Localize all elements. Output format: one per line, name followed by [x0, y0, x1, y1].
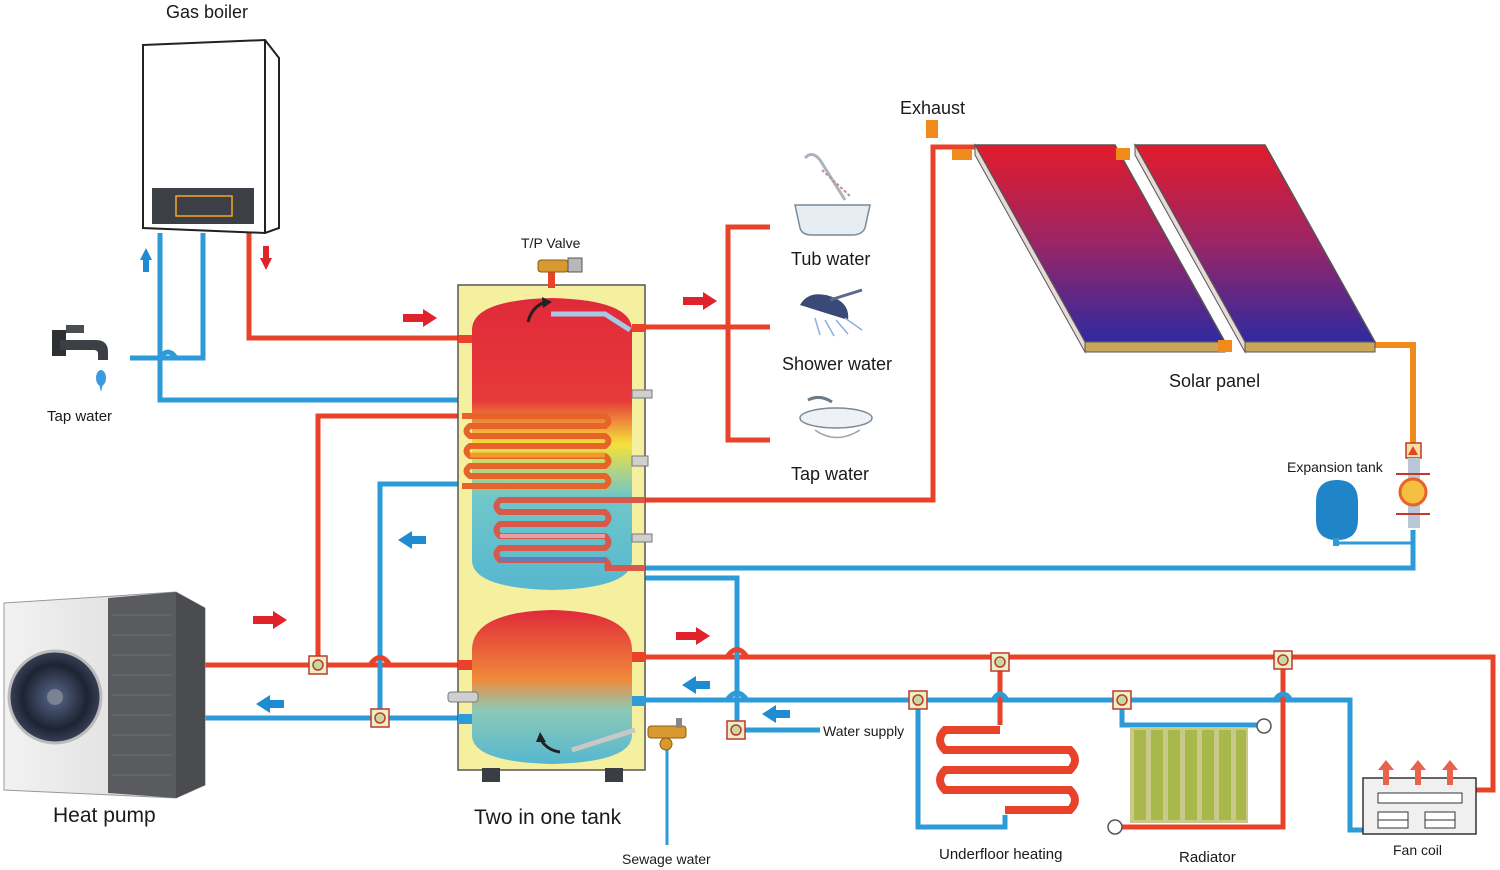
drain-valve: [647, 718, 687, 751]
solar-cold-pipe: [645, 530, 1416, 571]
supply-pipe: [645, 575, 820, 733]
solar-return-pipe: [1375, 342, 1416, 443]
gas-boiler-label: Gas boiler: [166, 2, 249, 22]
flow-arrows: [253, 292, 790, 723]
boiler-cold-pipe-2: [157, 233, 458, 403]
boiler-cold-pipe: [130, 233, 206, 361]
radiator-unit: [1107, 718, 1272, 835]
tap-water-left-label: Tap water: [47, 408, 113, 425]
fan-coil-unit: [1362, 760, 1477, 835]
shower-water-label: Shower water: [782, 354, 893, 374]
expansion-tank-label: Expansion tank: [1287, 459, 1383, 475]
pipes: [130, 144, 1496, 845]
underfloor-coil: [936, 726, 1079, 814]
radiator-cold: [1119, 700, 1262, 728]
radiator-hot: [1122, 657, 1286, 830]
water-supply-label: Water supply: [823, 723, 905, 739]
shower-icon: [800, 288, 863, 337]
solar-pump-station: [1396, 442, 1430, 528]
heating-hot-pipe: [645, 654, 1496, 793]
heat-pump-unit: [3, 591, 206, 799]
tp-valve-label: T/P Valve: [521, 235, 581, 251]
hp-coil-cold: [377, 481, 458, 718]
solar-hot-pipe: [645, 144, 975, 503]
sink-icon: [799, 395, 873, 439]
heating-cold-pipe: [645, 697, 1363, 833]
radiator-label: Radiator: [1179, 849, 1236, 866]
exhaust-label: Exhaust: [900, 98, 966, 118]
two-in-one-tank: [447, 257, 653, 782]
tank-label: Two in one tank: [474, 806, 622, 829]
gas-boiler: [142, 38, 280, 235]
arrow-up-blue: [140, 248, 152, 272]
boiler-hot-pipe: [246, 233, 458, 341]
underfloor-cold: [915, 700, 1008, 830]
expansion-tank-vessel: [1316, 480, 1358, 546]
solar-panel-label: Solar panel: [1169, 371, 1261, 391]
bathtub-icon: [794, 153, 871, 236]
tap-faucet-icon: [52, 325, 108, 392]
fan-coil-label: Fan coil: [1393, 842, 1443, 858]
sewage-water-label: Sewage water: [622, 851, 711, 867]
hp-coil-hot: [315, 413, 458, 665]
heat-pump-label: Heat pump: [53, 804, 156, 827]
underfloor-heating-label: Underfloor heating: [939, 846, 1063, 863]
sensor-nodes: [308, 650, 1293, 740]
tub-water-label: Tub water: [791, 249, 871, 269]
solar-panels: [926, 120, 1377, 354]
tap-water-right-label: Tap water: [791, 464, 870, 484]
dhw-branch: [725, 224, 770, 443]
arrow-down-red: [260, 246, 272, 270]
